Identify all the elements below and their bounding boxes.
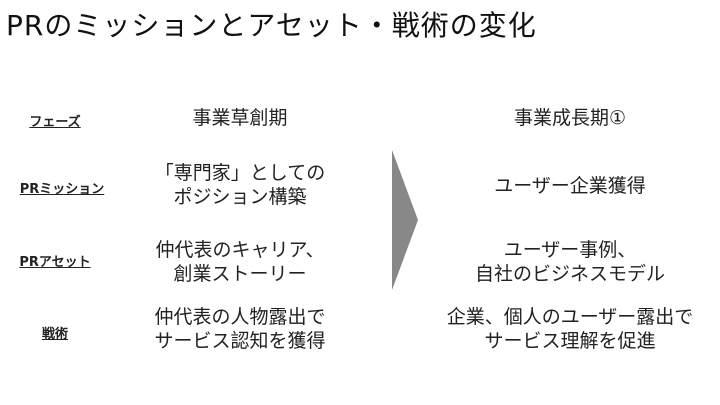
row-label-pr-mission: PRミッション (19, 182, 105, 197)
cell-asset-growth: ユーザー事例、自社のビジネスモデル (474, 239, 665, 285)
chevron-right-icon (392, 150, 418, 290)
cell-phase-early: 事業草創期 (192, 107, 288, 129)
cell-mission-growth: ユーザー企業獲得 (494, 175, 646, 197)
cell-tactics-early: 仲代表の人物露出でサービス認知を獲得 (154, 306, 326, 352)
cell-phase-growth: 事業成長期① (513, 107, 627, 129)
cell-tactics-growth: 企業、個人のユーザー露出でサービス理解を促進 (446, 306, 694, 352)
row-label-tactics: 戦術 (41, 327, 68, 342)
cell-mission-early: 「専門家」としてのポジション構築 (154, 162, 326, 208)
arrow-shape (392, 150, 418, 290)
row-label-phase: フェーズ (29, 115, 81, 130)
cell-asset-early: 仲代表のキャリア、創業ストーリー (155, 239, 325, 285)
slide-title: PRのミッションとアセット・戦術の変化 (6, 9, 537, 42)
row-label-pr-asset: PRアセット (19, 255, 91, 270)
